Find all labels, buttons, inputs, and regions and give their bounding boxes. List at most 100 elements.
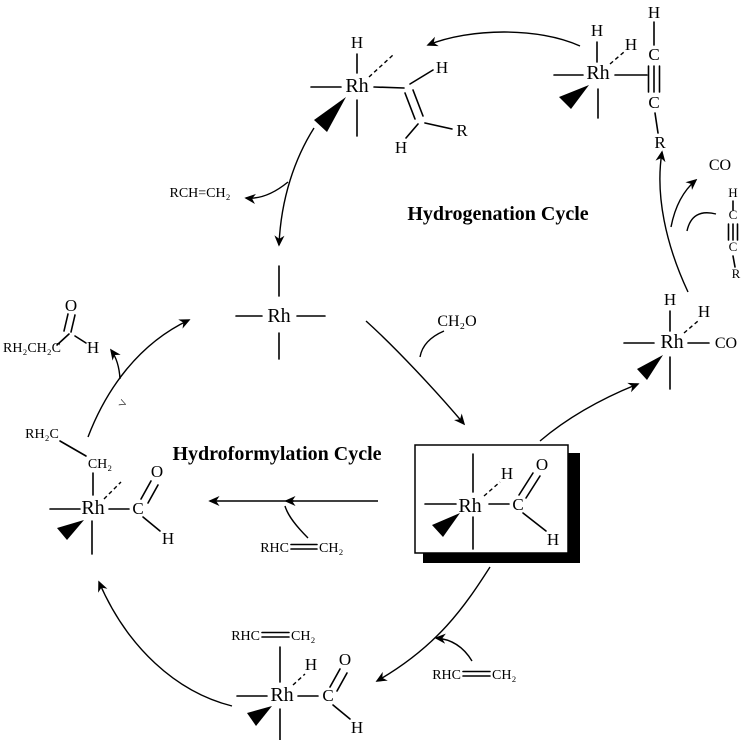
rhc-label: RHC	[260, 541, 289, 556]
c-atom: C	[132, 499, 143, 518]
double-bond	[525, 475, 541, 499]
complex-central-rh: Rh	[235, 265, 326, 360]
double-bond	[329, 668, 341, 688]
h-atom: H	[664, 290, 676, 309]
bond	[373, 86, 405, 89]
wedge-bond	[432, 513, 460, 537]
arrow-formaldehyde-join	[419, 330, 445, 358]
arrow-alkene-release-branch	[244, 181, 289, 204]
bond	[424, 122, 453, 130]
formaldehyde-label: CH₂O	[437, 313, 476, 330]
complex-carbonyl-dihydride: H H Rh CO	[623, 290, 737, 390]
h-atom: H	[351, 718, 363, 737]
dashed-bond	[368, 54, 394, 78]
c-atom: C	[648, 45, 659, 64]
alkene-reagent-bottom: RHC CH₂	[432, 668, 516, 683]
h-atom: H	[625, 35, 637, 54]
rh-atom: Rh	[267, 305, 290, 327]
arrow-box-to-bottom-complex	[375, 566, 491, 682]
arrow-box-to-carbonyl-complex	[539, 382, 640, 442]
c-atom: C	[648, 93, 659, 112]
double-bond	[518, 472, 534, 496]
o-atom: O	[151, 462, 163, 481]
r-group: R	[456, 121, 468, 140]
arrow-alkene-join-left	[284, 505, 309, 539]
o-atom: O	[536, 455, 548, 474]
arrow-alkene-complex-to-central-rh	[274, 127, 315, 247]
cycle-arrows	[87, 31, 717, 707]
h-atom: H	[728, 185, 737, 200]
complex-alkyne-dihydride: H H Rh H C C R	[553, 3, 666, 152]
ch2-label: CH₂	[291, 629, 315, 644]
rhc-label: RHC	[231, 629, 260, 644]
bond	[74, 335, 87, 344]
aldehyde-chain-label: RH₂CH₂C	[3, 341, 61, 356]
bond	[142, 516, 161, 532]
complex-alkene-formyl-hydride: RHC CH₂ H Rh C O H	[231, 629, 363, 740]
co-and-alkyne-reagent: CO H C C R	[709, 157, 741, 281]
dashed-bond	[292, 673, 306, 686]
bond	[654, 112, 659, 134]
h-atom: H	[501, 464, 513, 483]
h-atom: H	[698, 302, 710, 321]
ch2-label: CH₂	[492, 668, 516, 683]
r-group: R	[654, 133, 666, 152]
co-ligand: CO	[715, 335, 737, 352]
bond	[732, 255, 736, 268]
hydrogenation-cycle-title: Hydrogenation Cycle	[407, 203, 588, 225]
h-atom: H	[547, 530, 559, 549]
rh-atom: Rh	[586, 62, 609, 84]
dashed-bond	[483, 481, 501, 497]
bond	[332, 704, 351, 720]
bond	[405, 123, 419, 139]
arrow-central-rh-to-boxed-complex	[365, 320, 466, 426]
wedge-bond	[637, 355, 663, 380]
arrow-alkene-join-bottom	[434, 633, 473, 662]
c-atom: C	[512, 495, 523, 514]
wedge-bond	[247, 706, 272, 726]
bond	[409, 69, 434, 85]
hydroformylation-cycle-title: Hydroformylation Cycle	[172, 443, 381, 465]
complex-alkene-hydride: H Rh H H R	[310, 33, 468, 157]
rh-atom: Rh	[345, 75, 368, 97]
complex-alkyl-formyl: RH₂C CH₂ Rh C O H	[25, 427, 174, 555]
arrow-co-release-branch	[670, 178, 698, 228]
h-atom: H	[648, 3, 660, 22]
dashed-bond	[683, 320, 699, 334]
wedge-bond	[314, 97, 346, 132]
rhc-label: RHC	[432, 668, 461, 683]
rh-atom: Rh	[458, 495, 481, 517]
aldehyde-product: RH₂CH₂C O H >	[3, 296, 129, 413]
c-atom: C	[322, 686, 333, 705]
bond	[522, 512, 547, 532]
ch2-group: CH₂	[88, 457, 112, 472]
double-bond	[70, 314, 76, 333]
rh-atom: Rh	[81, 497, 104, 519]
alkyl-chain-label: RH₂C	[25, 427, 59, 442]
branch-mark: >	[116, 396, 129, 413]
alkene-reagent-left: RHC CH₂	[260, 541, 343, 556]
r-group: R	[732, 266, 741, 281]
h-atom: H	[351, 33, 363, 52]
ch2-label: CH₂	[319, 541, 343, 556]
bond	[59, 440, 87, 457]
dashed-bond	[609, 51, 625, 65]
double-bond	[147, 484, 159, 504]
double-bond	[140, 480, 152, 500]
arrow-carbonyl-to-alkyne-complex	[655, 150, 689, 293]
arrow-alkyne-join	[686, 212, 717, 232]
double-bond	[336, 672, 348, 692]
arrow-aldehyde-release-branch	[110, 348, 121, 380]
arrow-alkyne-to-alkene-complex	[426, 31, 581, 47]
highlight-box	[414, 444, 569, 554]
bond	[56, 333, 70, 346]
h-atom: H	[436, 58, 448, 77]
rh-atom: Rh	[660, 331, 683, 353]
wedge-bond	[559, 85, 589, 109]
h-atom: H	[305, 655, 317, 674]
h-atom: H	[591, 21, 603, 40]
c-atom: C	[729, 207, 738, 222]
o-atom: O	[339, 650, 351, 669]
